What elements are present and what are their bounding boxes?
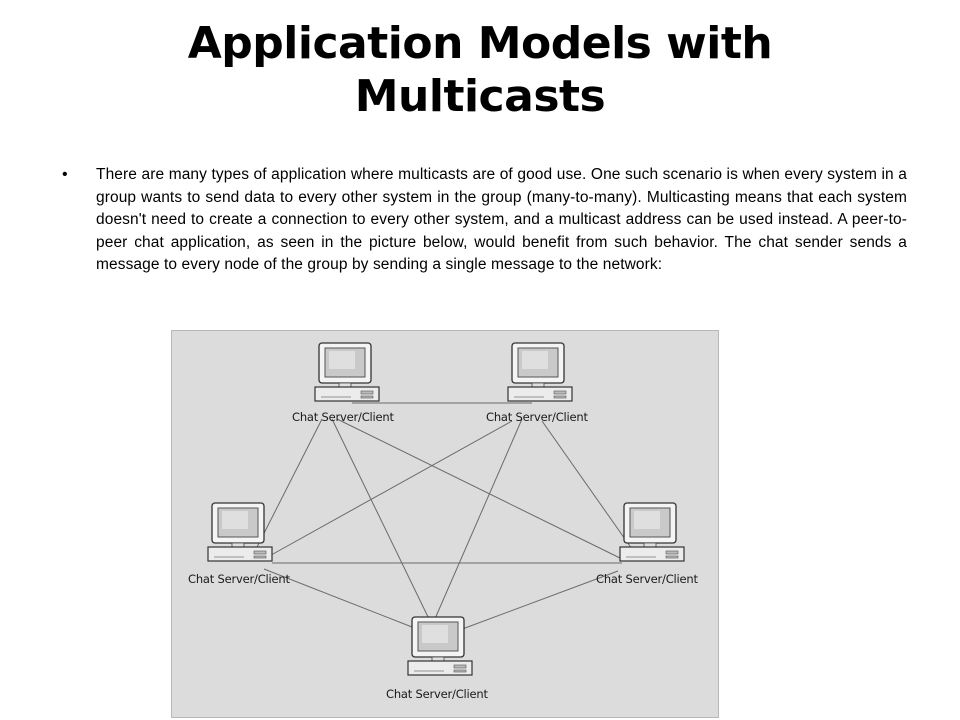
bullet-text: There are many types of application wher… (96, 166, 907, 274)
link-tr-b (433, 418, 523, 622)
title-line-2: Multicasts (354, 70, 606, 122)
computer-icon-bottom (407, 616, 473, 676)
node-label-mid-right: Chat Server/Client (596, 572, 698, 586)
computer-icon-top-right (507, 342, 573, 402)
network-diagram: Chat Server/Client Chat Server/Client Ch… (171, 330, 719, 718)
link-tl-ml (253, 418, 323, 554)
computer-icon-mid-left (207, 502, 273, 562)
link-mr-b (456, 570, 619, 632)
computer-icon-top-left (314, 342, 380, 402)
link-tl-b (331, 418, 431, 622)
link-ml-b (263, 568, 413, 628)
link-tr-mr (541, 420, 633, 550)
node-label-mid-left: Chat Server/Client (188, 572, 290, 586)
network-diagram-svg (207, 342, 685, 676)
link-tl-mr (336, 418, 623, 560)
link-tr-ml (263, 420, 513, 560)
slide-title: Application Models with Multicasts (60, 18, 900, 124)
node-label-top-right: Chat Server/Client (486, 410, 588, 424)
computer-icon-mid-right (619, 502, 685, 562)
node-label-bottom: Chat Server/Client (386, 687, 488, 701)
title-line-1: Application Models with (187, 18, 773, 69)
bullet-icon: • (62, 166, 68, 183)
node-label-top-left: Chat Server/Client (292, 410, 394, 424)
network-links (253, 402, 633, 632)
bullet-paragraph: • There are many types of application wh… (62, 164, 907, 277)
